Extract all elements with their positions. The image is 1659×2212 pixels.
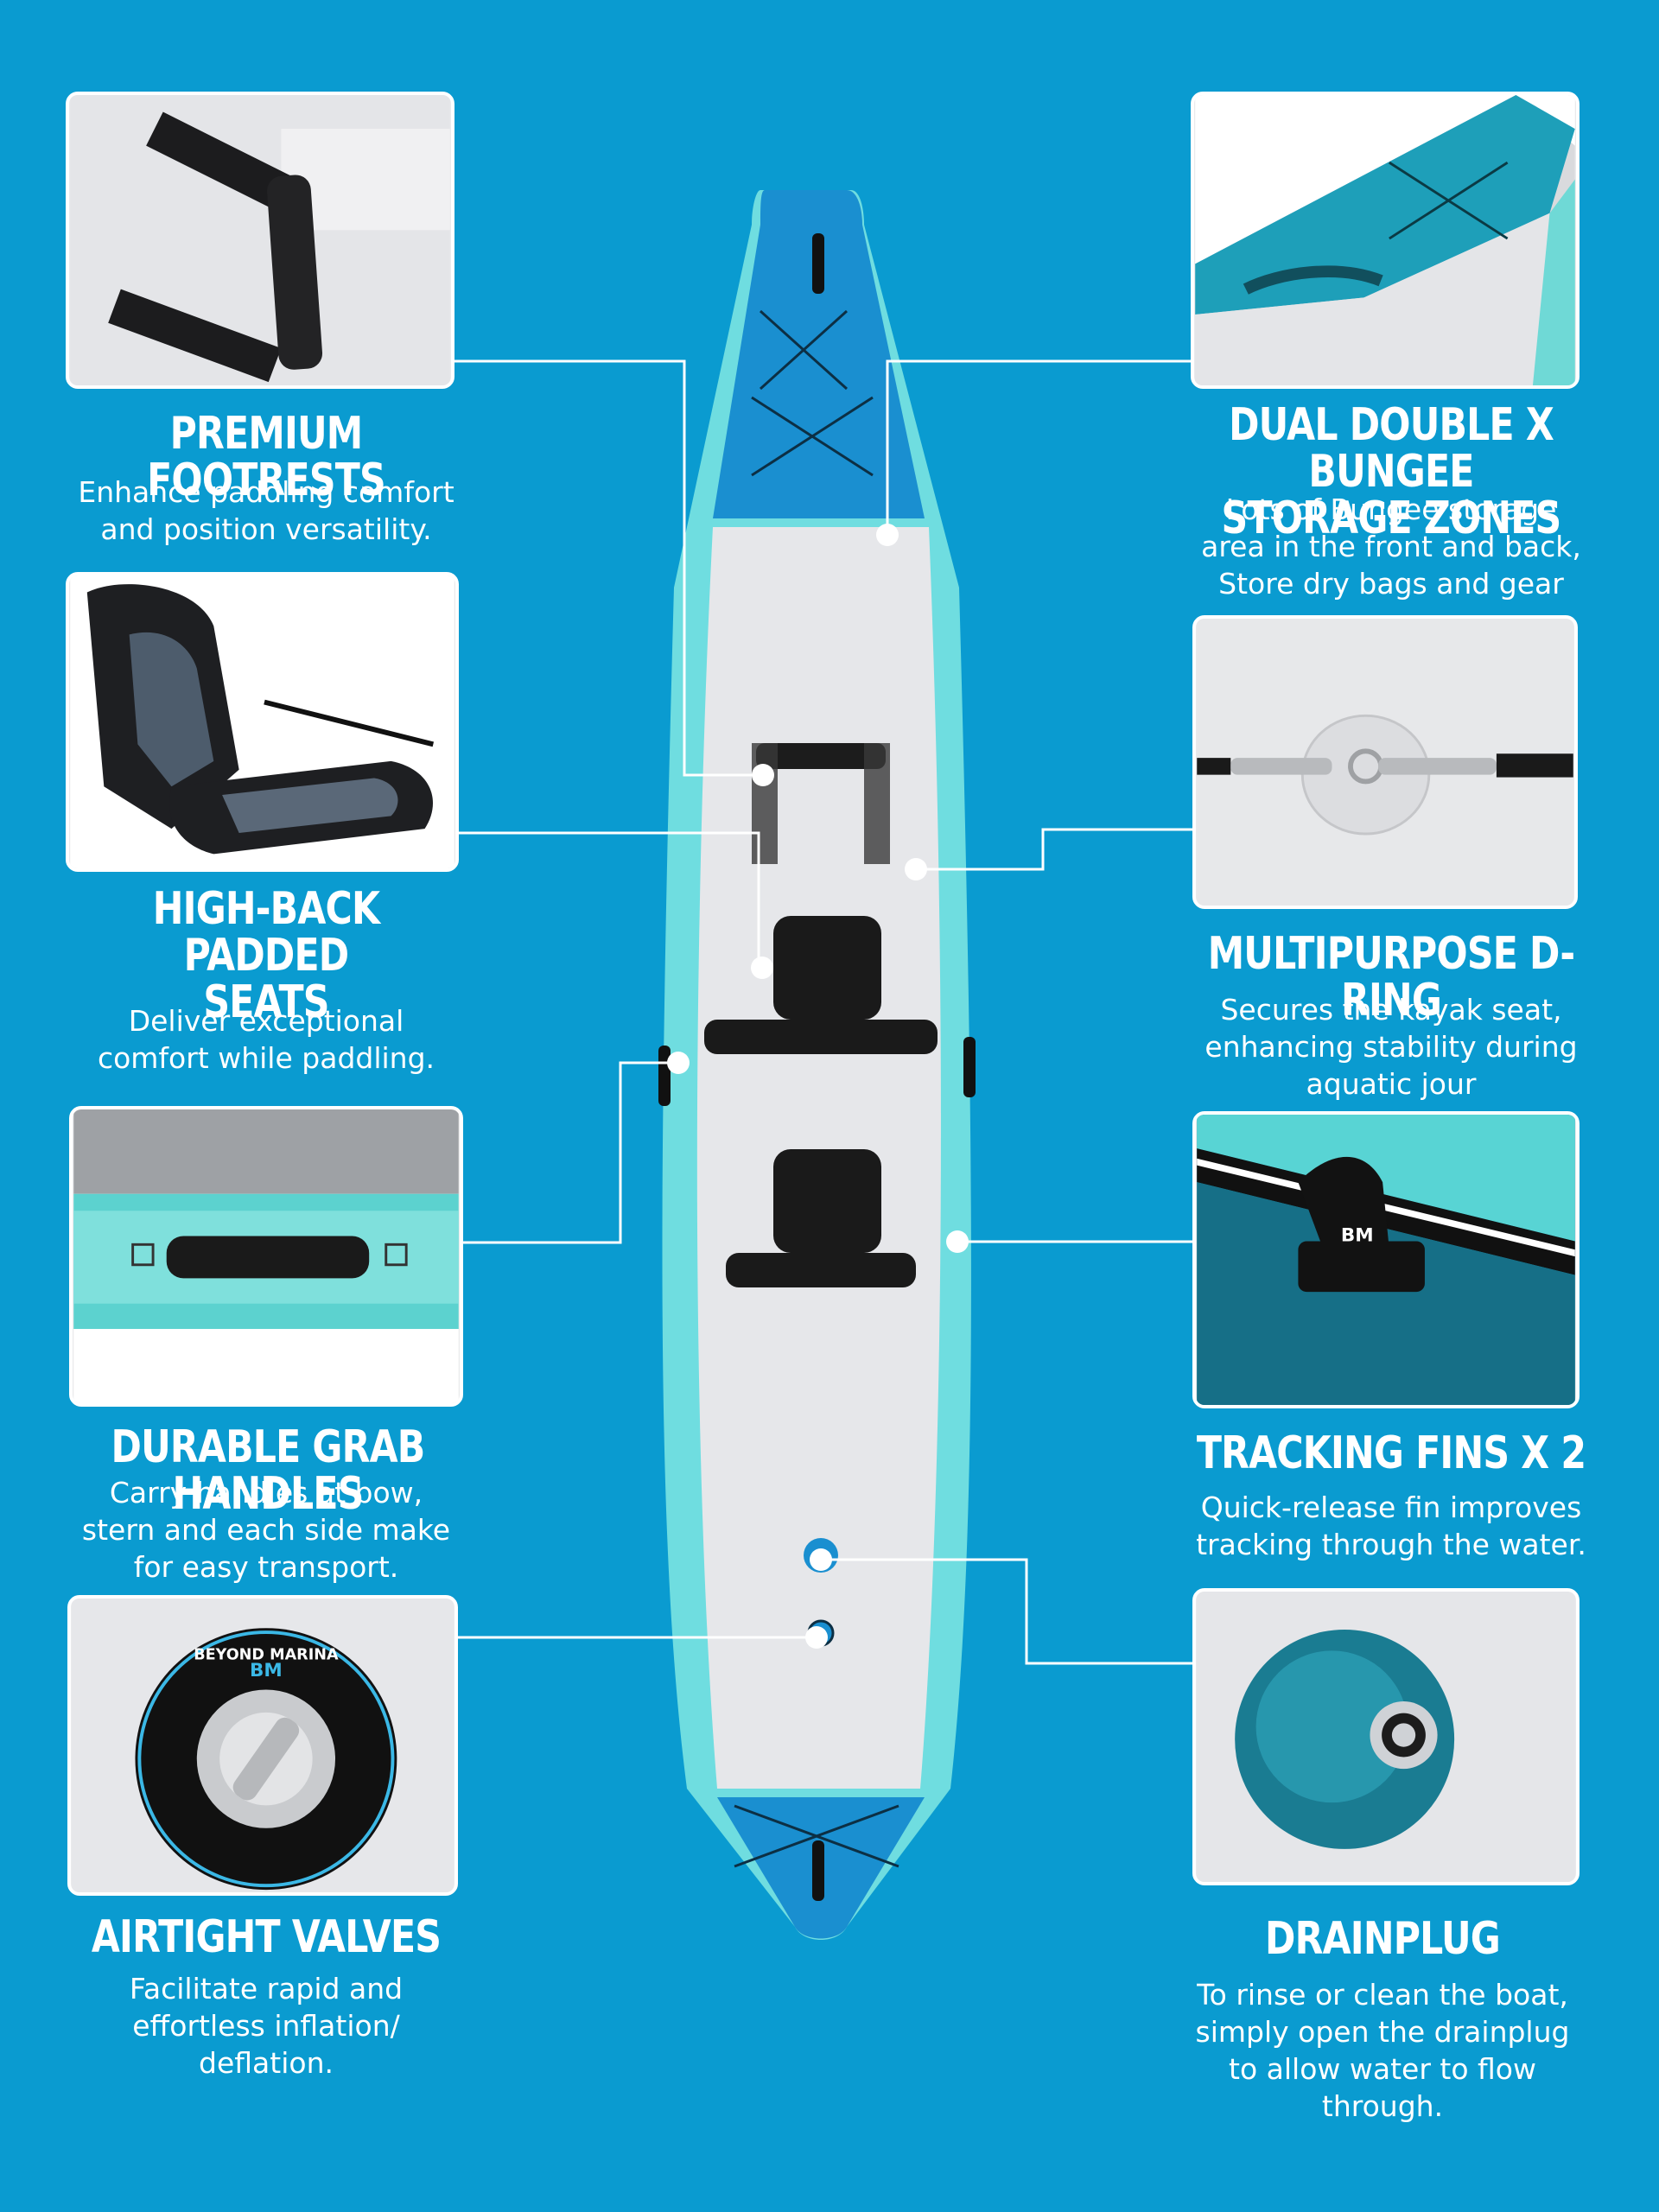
seat-image [70, 575, 454, 868]
valve-ring-text: BEYOND MARINA [194, 1646, 339, 1663]
bungee-image [1195, 95, 1575, 385]
dring-desc: Secures the kayak seat, enhancing stabil… [1205, 993, 1578, 1101]
dot-drainplug [810, 1548, 832, 1571]
fin-logo: BM [1341, 1225, 1374, 1247]
dot-fin [946, 1230, 969, 1253]
drainplug-image [1197, 1592, 1575, 1882]
valve-photo: BEYOND MARINA BM [67, 1595, 458, 1896]
fin-photo: BM [1192, 1111, 1580, 1408]
kayak-stern-handle [812, 1840, 824, 1901]
dring-title: MULTIPURPOSE D-RING [1207, 928, 1575, 1027]
fins-desc: Quick-release fin improves tracking thro… [1196, 1491, 1586, 1561]
stern-bungee [734, 1804, 899, 1868]
drainplug-photo [1192, 1588, 1580, 1885]
bow-bungee [751, 309, 874, 477]
kayak-footrest [756, 743, 886, 769]
fin-image: BM [1197, 1115, 1575, 1405]
drainplug-desc: To rinse or clean the boat, simply open … [1195, 1978, 1570, 2123]
bungee-photo [1191, 92, 1580, 389]
kayak-bow-handle [812, 233, 824, 294]
bungee-desc: Lots of Bungee storage area in the front… [1201, 493, 1581, 601]
dot-valve [805, 1626, 828, 1649]
footrests-title: PREMIUM FOOTRESTS [147, 408, 386, 506]
dring-photo [1192, 615, 1578, 909]
handles-title: DURABLE GRAB HANDLES [111, 1421, 425, 1520]
grab-handle-photo [69, 1106, 463, 1407]
bow-deck [713, 190, 925, 518]
valve-logo: BM [250, 1660, 283, 1681]
dot-footrest [752, 764, 774, 786]
seats-desc: Deliver exceptional comfort while paddli… [97, 1004, 435, 1075]
footrests-desc: Enhance paddling comfort and position ve… [78, 475, 454, 546]
drainplug-title: DRAINPLUG [1265, 1913, 1501, 1965]
kayak-side-handle-right [963, 1037, 976, 1097]
handles-desc: Carry handles at bow, stern and each sid… [81, 1476, 451, 1584]
dot-bungee [876, 524, 899, 546]
valve-image: BEYOND MARINA BM [72, 1599, 454, 1892]
grab-handle-image [73, 1109, 459, 1403]
footrest-image [70, 95, 450, 385]
kayak-seat-front [704, 916, 938, 1054]
dot-handle [667, 1052, 690, 1074]
dring-image [1197, 619, 1573, 906]
kayak-seat-rear [726, 1149, 916, 1287]
fins-title: TRACKING FINS X 2 [1196, 1427, 1586, 1479]
dot-dring [905, 858, 927, 880]
seats-title: HIGH-BACK PADDED SEATS [152, 883, 380, 1028]
bungee-title: DUAL DOUBLE X BUNGEE STORAGE ZONES [1221, 399, 1562, 544]
dot-seat [751, 957, 773, 979]
valves-desc: Facilitate rapid and effortless inflatio… [129, 1972, 404, 2080]
seat-photo [66, 572, 459, 872]
valves-title: AIRTIGHT VALVES [91, 1911, 442, 1963]
footrests-photo [66, 92, 454, 389]
